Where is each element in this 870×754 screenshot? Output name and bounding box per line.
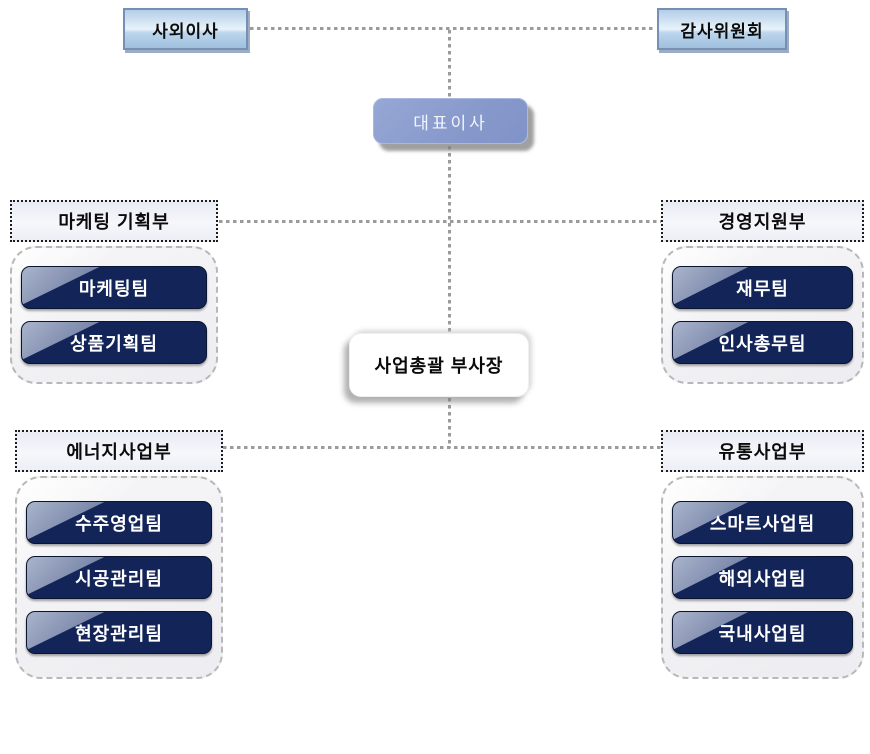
connector-lower-vertical <box>448 398 451 448</box>
team-button: 국내사업팀 <box>672 611 853 654</box>
node-audit-committee: 감사위원회 <box>657 8 787 50</box>
connector-top-horizontal <box>250 27 656 30</box>
team-button: 상품기획팀 <box>21 321 207 364</box>
connector-bottom-horizontal <box>223 446 663 449</box>
team-button: 마케팅팀 <box>21 266 207 309</box>
node-ceo: 대표이사 <box>373 98 528 144</box>
connector-middle-horizontal <box>219 220 662 223</box>
team-button: 시공관리팀 <box>26 556 212 599</box>
connector-middle-vertical <box>448 146 451 332</box>
team-button: 인사총무팀 <box>672 321 853 364</box>
dept-label-distribution: 유통사업부 <box>661 430 864 472</box>
team-button: 스마트사업팀 <box>672 501 853 544</box>
dept-label-energy: 에너지사업부 <box>15 430 223 472</box>
team-button: 해외사업팀 <box>672 556 853 599</box>
node-evp: 사업총괄 부사장 <box>349 333 529 397</box>
dept-label-support: 경영지원부 <box>661 200 864 242</box>
dept-label-marketing: 마케팅 기획부 <box>10 200 218 242</box>
team-button: 현장관리팀 <box>26 611 212 654</box>
team-button: 수주영업팀 <box>26 501 212 544</box>
node-outside-director: 사외이사 <box>123 8 248 50</box>
team-button: 재무팀 <box>672 266 853 309</box>
connector-top-vertical <box>448 30 451 98</box>
